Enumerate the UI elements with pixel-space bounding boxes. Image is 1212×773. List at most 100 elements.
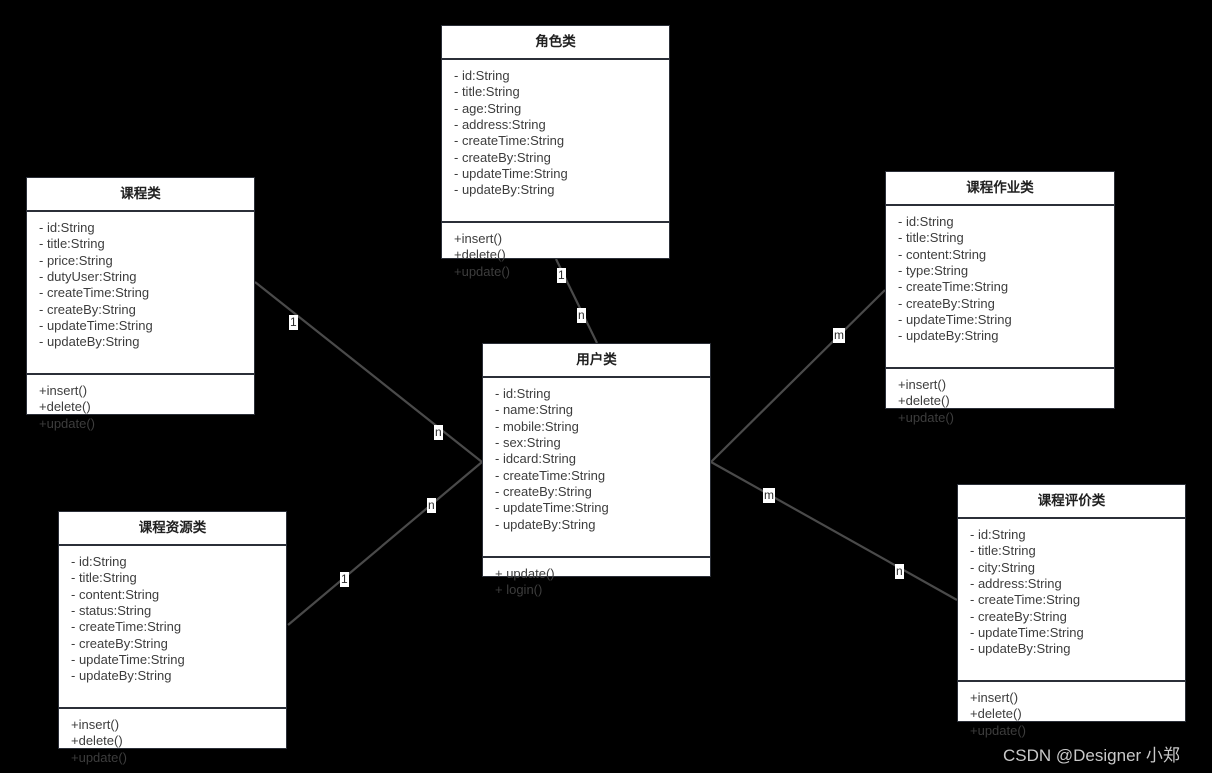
attribute-row: - createBy:String: [970, 608, 1067, 624]
class-attributes-role: - id:String- title:String- age:String- a…: [442, 60, 669, 224]
attribute-row: - status:String: [71, 603, 152, 619]
method-row: +insert(): [71, 717, 120, 733]
attribute-row: - createBy:String: [454, 149, 551, 165]
multiplicity-label-user-homework-end: m: [833, 328, 845, 343]
class-methods-evaluation: +insert()+delete()+update(): [958, 682, 1185, 747]
attribute-row: - updateBy:String: [454, 182, 555, 198]
multiplicity-label-role-end: 1: [557, 268, 566, 283]
class-methods-role: +insert()+delete()+update(): [442, 223, 669, 288]
association-line-user-evaluation: [710, 461, 958, 601]
multiplicity-label-user-evaluation-end: m: [763, 488, 775, 503]
method-row: +update(): [39, 415, 96, 431]
class-title-resource: 课程资源类: [59, 512, 286, 547]
attribute-row: - id:String: [454, 68, 510, 84]
attribute-row: - createTime:String: [454, 133, 565, 149]
attribute-row: - updateTime:String: [71, 651, 185, 667]
attribute-row: - createTime:String: [71, 619, 182, 635]
method-row: +update(): [898, 409, 955, 425]
method-row: +delete(): [71, 733, 123, 749]
attribute-row: - idcard:String: [495, 451, 576, 467]
method-row: +insert(): [454, 231, 503, 247]
attribute-row: - updateTime:String: [39, 317, 153, 333]
attribute-row: - updateTime:String: [898, 311, 1012, 327]
attribute-row: - createTime:String: [970, 592, 1081, 608]
attribute-row: - createBy:String: [898, 295, 995, 311]
attribute-row: - updateTime:String: [970, 624, 1084, 640]
attribute-row: - age:String: [454, 100, 522, 116]
method-row: +delete(): [39, 399, 91, 415]
class-attributes-evaluation: - id:String- title:String- city:String- …: [958, 519, 1185, 683]
method-row: +delete(): [454, 247, 506, 263]
attribute-row: - mobile:String: [495, 418, 579, 434]
attribute-row: - title:String: [970, 543, 1036, 559]
attribute-row: - updateTime:String: [495, 500, 609, 516]
attribute-row: - id:String: [970, 527, 1026, 543]
association-line-resource-user: [287, 461, 483, 626]
attribute-row: - sex:String: [495, 435, 561, 451]
method-row: +insert(): [39, 383, 88, 399]
attribute-row: - createTime:String: [495, 467, 606, 483]
attribute-row: - title:String: [39, 236, 105, 252]
attribute-row: - updateBy:String: [39, 334, 140, 350]
method-row: +delete(): [970, 706, 1022, 722]
method-row: + login(): [495, 582, 543, 598]
attribute-row: - updateBy:String: [898, 328, 999, 344]
class-box-role[interactable]: 角色类- id:String- title:String- age:String…: [441, 25, 670, 279]
attribute-row: - title:String: [454, 84, 520, 100]
association-line-course-user: [254, 281, 483, 463]
attribute-row: - createBy:String: [71, 635, 168, 651]
class-box-resource[interactable]: 课程资源类- id:String- title:String- content:…: [58, 511, 287, 765]
class-methods-course: +insert()+delete()+update(): [27, 375, 254, 440]
class-methods-homework: +insert()+delete()+update(): [886, 369, 1114, 434]
class-box-course[interactable]: 课程类- id:String- title:String- price:Stri…: [26, 177, 255, 431]
class-title-evaluation: 课程评价类: [958, 485, 1185, 520]
multiplicity-label-user-resource-end: n: [427, 498, 436, 513]
method-row: +insert(): [898, 377, 947, 393]
multiplicity-label-user-role-end: n: [577, 308, 586, 323]
attribute-row: - id:String: [495, 386, 551, 402]
attribute-row: - createTime:String: [39, 285, 150, 301]
multiplicity-label-evaluation-end: n: [895, 564, 904, 579]
class-title-user: 用户类: [483, 344, 710, 379]
class-box-user[interactable]: 用户类- id:String- name:String- mobile:Stri…: [482, 343, 711, 597]
multiplicity-label-resource-end: 1: [340, 572, 349, 587]
attribute-row: - updateTime:String: [454, 165, 568, 181]
attribute-row: - city:String: [970, 559, 1036, 575]
attribute-row: - id:String: [71, 554, 127, 570]
attribute-row: - id:String: [898, 214, 954, 230]
attribute-row: - updateBy:String: [970, 641, 1071, 657]
method-row: +insert(): [970, 690, 1019, 706]
attribute-row: - price:String: [39, 252, 113, 268]
method-row: + update(): [495, 566, 555, 582]
method-row: +update(): [454, 263, 511, 279]
method-row: +delete(): [898, 393, 950, 409]
class-attributes-resource: - id:String- title:String- content:Strin…: [59, 546, 286, 710]
attribute-row: - dutyUser:String: [39, 269, 137, 285]
class-box-evaluation[interactable]: 课程评价类- id:String- title:String- city:Str…: [957, 484, 1186, 738]
association-line-user-homework: [710, 289, 886, 463]
class-methods-user: + update()+ login(): [483, 558, 710, 607]
class-attributes-homework: - id:String- title:String- content:Strin…: [886, 206, 1114, 370]
attribute-row: - content:String: [898, 246, 987, 262]
attribute-row: - updateBy:String: [71, 668, 172, 684]
class-attributes-user: - id:String- name:String- mobile:String-…: [483, 378, 710, 559]
attribute-row: - name:String: [495, 402, 574, 418]
watermark-text: CSDN @Designer 小郑: [1003, 746, 1180, 765]
attribute-row: - content:String: [71, 586, 160, 602]
attribute-row: - title:String: [898, 230, 964, 246]
attribute-row: - updateBy:String: [495, 516, 596, 532]
class-title-role: 角色类: [442, 26, 669, 61]
attribute-row: - createBy:String: [39, 301, 136, 317]
attribute-row: - address:String: [454, 117, 546, 133]
attribute-row: - createTime:String: [898, 279, 1009, 295]
attribute-row: - title:String: [71, 570, 137, 586]
class-title-homework: 课程作业类: [886, 172, 1114, 207]
attribute-row: - address:String: [970, 576, 1062, 592]
class-title-course: 课程类: [27, 178, 254, 213]
class-methods-resource: +insert()+delete()+update(): [59, 709, 286, 773]
multiplicity-label-user-course-end: n: [434, 425, 443, 440]
class-box-homework[interactable]: 课程作业类- id:String- title:String- content:…: [885, 171, 1115, 425]
attribute-row: - id:String: [39, 220, 95, 236]
class-attributes-course: - id:String- title:String- price:String-…: [27, 212, 254, 376]
